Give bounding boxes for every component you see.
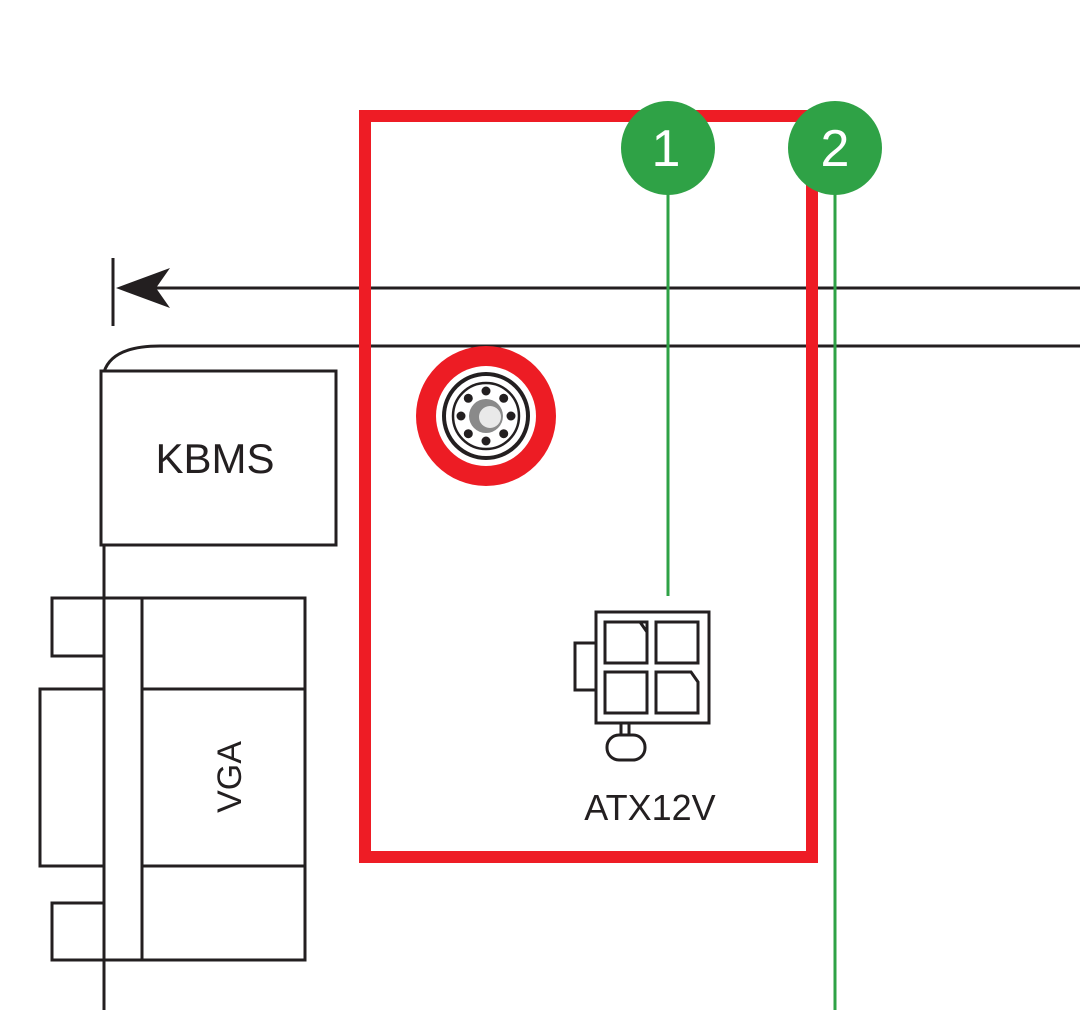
vga-connector: VGA — [38, 596, 307, 962]
mounting-hole-icon — [416, 346, 556, 486]
screw-bolt-dot — [499, 393, 509, 403]
highlight-frame — [359, 110, 818, 863]
callout-2-badge: 2 — [788, 101, 882, 195]
vga-label: VGA — [211, 741, 249, 813]
screw-bolt-dot — [456, 411, 466, 421]
screw-bolt-dot — [481, 386, 491, 396]
screw-bolt-dot — [463, 393, 473, 403]
screw-bolt-dot — [463, 429, 473, 439]
callout-2-number: 2 — [821, 120, 850, 178]
callout-1-badge: 1 — [621, 101, 715, 195]
callout-1-number: 1 — [652, 120, 681, 178]
dimension-arrow — [111, 258, 1080, 326]
atx12v-label: ATX12V — [584, 787, 715, 828]
atx12v-connector: ATX12V — [573, 610, 716, 828]
arrow-left-icon — [116, 268, 170, 308]
screw-bolt-dot — [499, 429, 509, 439]
screw-bolt-dot — [481, 436, 491, 446]
kbms-label: KBMS — [155, 435, 274, 482]
screw-bolt-dot — [506, 411, 516, 421]
kbms-connector: KBMS — [99, 369, 338, 547]
